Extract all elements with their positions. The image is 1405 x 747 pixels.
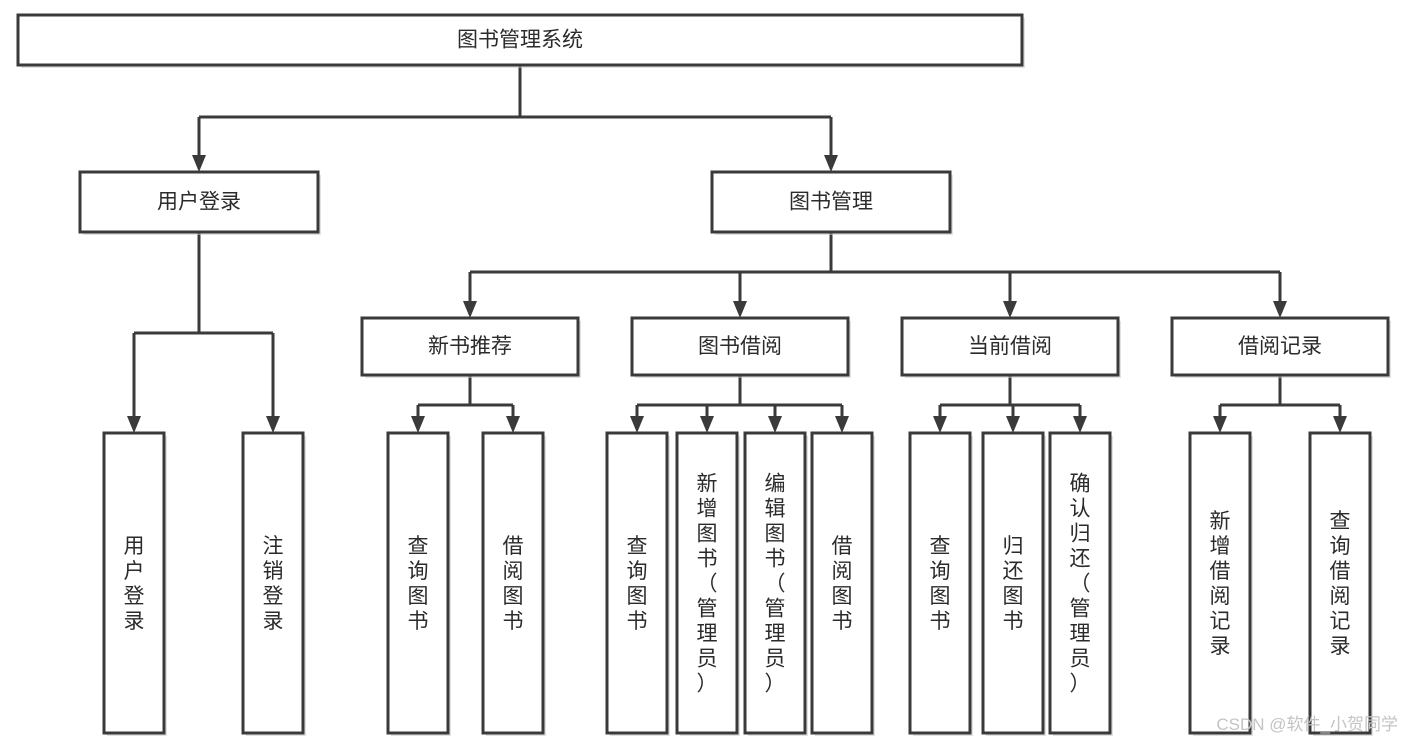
node-box	[1188, 431, 1252, 735]
node-label: 图书管理系统	[457, 29, 583, 52]
node-root[interactable]: 图书管理系统	[16, 13, 1025, 68]
node-borrow-record[interactable]: 借阅记录	[1170, 316, 1391, 378]
node-current-borrow[interactable]: 当前借阅	[900, 316, 1121, 378]
node-leaf-add-book[interactable]: 新增图书（管理员）	[675, 431, 740, 736]
node-book-manage[interactable]: 图书管理	[710, 170, 953, 235]
node-label: 查询图书	[408, 535, 429, 633]
node-leaf-query-borrow-record[interactable]: 查询借阅记录	[1308, 431, 1373, 736]
node-book-borrow[interactable]: 图书借阅	[630, 316, 851, 378]
node-box	[1308, 431, 1372, 735]
node-box	[102, 431, 166, 735]
node-leaf-query-book-borrow[interactable]: 查询图书	[605, 431, 670, 736]
node-box	[360, 316, 580, 377]
node-label: 当前借阅	[968, 335, 1052, 358]
node-label: 注销登录	[263, 535, 284, 633]
node-box	[481, 431, 545, 735]
node-box	[605, 431, 669, 735]
node-label: 借阅图书	[503, 535, 524, 633]
node-leaf-edit-book[interactable]: 编辑图书（管理员）	[743, 431, 808, 736]
node-leaf-confirm-return[interactable]: 确认归还（管理员）	[1048, 431, 1113, 736]
node-box	[1048, 431, 1112, 735]
node-label: 确认归还（管理员）	[1070, 473, 1091, 696]
node-leaf-borrow-book[interactable]: 借阅图书	[810, 431, 875, 736]
node-leaf-borrow-book-recommend[interactable]: 借阅图书	[481, 431, 546, 736]
node-box	[710, 170, 952, 234]
node-leaf-query-book-current[interactable]: 查询图书	[908, 431, 973, 736]
node-label: 图书管理	[789, 191, 873, 214]
node-box	[981, 431, 1045, 735]
node-label: 查询图书	[627, 535, 648, 633]
node-label: 图书借阅	[698, 335, 782, 358]
connector-layer	[127, 65, 1347, 433]
node-label: 归还图书	[1003, 535, 1024, 633]
node-leaf-logout[interactable]: 注销登录	[241, 431, 306, 736]
node-box	[675, 431, 739, 735]
node-box	[78, 170, 320, 234]
node-label: 编辑图书（管理员）	[765, 473, 786, 696]
node-label: 借阅图书	[832, 535, 853, 633]
node-box	[810, 431, 874, 735]
node-label: 用户登录	[157, 191, 241, 214]
node-label: 查询借阅记录	[1330, 510, 1351, 658]
node-label: 新书推荐	[428, 335, 512, 358]
node-box	[386, 431, 450, 735]
node-box	[900, 316, 1120, 377]
node-label: 新增图书（管理员）	[697, 473, 718, 696]
node-label: 借阅记录	[1238, 335, 1322, 358]
node-box	[241, 431, 305, 735]
node-label: 用户登录	[124, 535, 145, 633]
node-leaf-return-book[interactable]: 归还图书	[981, 431, 1046, 736]
csdn-watermark: CSDN @软件_小贺同学	[1216, 715, 1398, 734]
node-new-book-recommend[interactable]: 新书推荐	[360, 316, 581, 378]
node-box	[16, 13, 1024, 67]
node-leaf-add-borrow-record[interactable]: 新增借阅记录	[1188, 431, 1253, 736]
node-label: 查询图书	[930, 535, 951, 633]
node-leaf-user-login[interactable]: 用户登录	[102, 431, 167, 736]
node-user-login[interactable]: 用户登录	[78, 170, 321, 235]
node-box	[1170, 316, 1390, 377]
node-box	[630, 316, 850, 377]
node-leaf-query-book-recommend[interactable]: 查询图书	[386, 431, 451, 736]
node-box	[743, 431, 807, 735]
node-label: 新增借阅记录	[1210, 510, 1231, 658]
node-layer: 图书管理系统用户登录图书管理新书推荐图书借阅当前借阅借阅记录用户登录注销登录查询…	[16, 13, 1391, 736]
node-box	[908, 431, 972, 735]
